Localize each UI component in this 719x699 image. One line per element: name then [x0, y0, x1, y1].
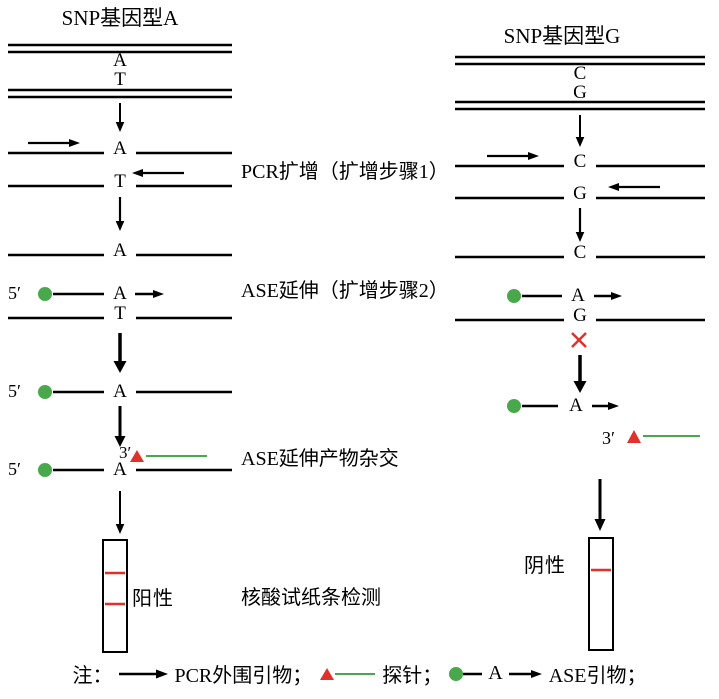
- left-ase-template-base: T: [114, 303, 126, 324]
- legend-pcr-primer-label: PCR外围引物；: [174, 665, 313, 687]
- left-ase-primer-base: A: [113, 283, 127, 304]
- left-dsdna-top-base: A: [113, 50, 127, 71]
- left-hybrid-base: A: [113, 459, 127, 480]
- right-blocked-extension-x-icon: [571, 332, 587, 348]
- legend-ase-primer-base: A: [488, 662, 503, 684]
- legend-note-label: 注：: [72, 665, 113, 687]
- right-pcr-top-base: C: [573, 151, 587, 172]
- legend-ase-extension-arrow-icon: [508, 669, 542, 678]
- legend-probe-label: 探针；: [382, 665, 443, 687]
- right-pcr-bottom-base: G: [573, 183, 587, 204]
- left-dsdna-bottom-base: T: [114, 69, 126, 90]
- right-down-arrow-1-icon: [575, 115, 585, 147]
- right-down-arrow-4-icon: [594, 479, 606, 531]
- left-ase-top-base: A: [113, 240, 127, 261]
- right-unextended-primer-arrow-icon: [592, 402, 619, 410]
- left-down-arrow-2-icon: [115, 197, 125, 231]
- left-product-dot-icon: [38, 385, 52, 399]
- legend-ase-primer-dot-icon: [449, 666, 483, 681]
- left-hybrid-dot-icon: [38, 463, 52, 477]
- left-strip-result-label: 阳性: [132, 588, 174, 610]
- right-ase-top-base: C: [573, 242, 587, 263]
- left-column-title: SNP基因型A: [61, 6, 179, 30]
- right-ase-primer-dot-icon: [507, 289, 521, 303]
- right-pcr-forward-primer-arrow-icon: [487, 152, 539, 160]
- right-down-arrow-2-icon: [575, 208, 585, 242]
- right-strip-result-label: 阴性: [524, 555, 566, 577]
- right-dsdna-top-base: C: [573, 63, 587, 84]
- legend-probe-icon: [320, 667, 376, 680]
- left-dsdna-strands: [8, 43, 232, 99]
- right-down-arrow-3-icon: [573, 355, 587, 393]
- right-ase-primer-base: A: [571, 285, 585, 306]
- right-probe-three-prime-label: 3′: [602, 428, 615, 448]
- step-label-ase: ASE延伸（扩增步骤2）: [241, 280, 449, 302]
- right-ase-extension-arrow-icon: [594, 292, 622, 300]
- left-product-five-prime-label: 5′: [8, 381, 21, 401]
- legend-pcr-primer-arrow-icon: [119, 669, 169, 678]
- step-label-pcr: PCR扩增（扩增步骤1）: [241, 161, 449, 183]
- step-label-hybridization: ASE延伸产物杂交: [241, 448, 399, 470]
- right-unextended-primer-dot-icon: [507, 399, 521, 413]
- legend: 注： PCR外围引物； 探针； A ASE引物；: [0, 659, 719, 688]
- legend-ase-primer-label: ASE引物；: [548, 665, 647, 687]
- right-probe-triangle-icon: [627, 430, 641, 443]
- right-dsdna-bottom-base: G: [573, 82, 587, 103]
- left-ase-primer-dot-icon: [38, 287, 52, 301]
- right-column-title: SNP基因型G: [503, 24, 621, 48]
- left-pcr-forward-primer-arrow-icon: [28, 139, 80, 147]
- right-dsdna-strands: [455, 55, 705, 111]
- left-down-arrow-4-icon: [114, 406, 126, 447]
- left-pcr-bottom-base: T: [114, 171, 126, 192]
- right-ase-template-base: G: [573, 305, 587, 326]
- left-product-base: A: [113, 381, 127, 402]
- left-pcr-top-base: A: [113, 138, 127, 159]
- left-test-strip: [102, 539, 128, 653]
- right-test-strip: [588, 537, 614, 651]
- left-hybrid-three-prime-label: 3′: [119, 443, 132, 462]
- left-probe-triangle-icon: [130, 450, 144, 462]
- left-down-arrow-1-icon: [115, 103, 125, 132]
- left-ase-five-prime-label: 5′: [8, 283, 21, 303]
- left-down-arrow-5-icon: [115, 491, 125, 534]
- left-down-arrow-3-icon: [113, 333, 127, 373]
- right-pcr-reverse-primer-arrow-icon: [608, 183, 660, 191]
- step-label-strip-detection: 核酸试纸条检测: [241, 587, 381, 609]
- left-ase-extension-arrow-icon: [135, 290, 164, 298]
- left-hybrid-five-prime-label: 5′: [8, 459, 21, 479]
- left-pcr-reverse-primer-arrow-icon: [132, 169, 184, 177]
- right-unextended-base: A: [569, 395, 583, 416]
